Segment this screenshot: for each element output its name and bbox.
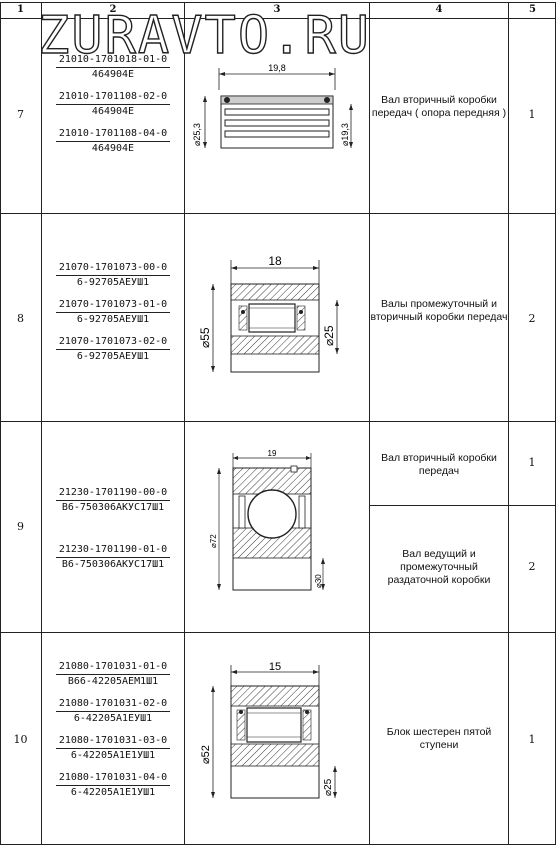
row-divider-8	[0, 421, 556, 422]
dim-outer: ⌀52	[200, 745, 212, 764]
bearing-code: 6-42205А1Е1УШ1	[70, 750, 156, 761]
header-col-3: 3	[273, 4, 281, 15]
dim-width: 15	[269, 661, 281, 673]
application-text: Валы промежуточный и вторичный коробки п…	[370, 298, 508, 323]
dim-width: 19	[268, 449, 277, 458]
dim-inner: ⌀30	[314, 574, 323, 588]
row-divider-7	[0, 213, 556, 214]
quantity: 1	[528, 108, 536, 121]
part-code: 21010-1701108-04-0	[56, 128, 170, 142]
dim-inner: ⌀25	[323, 778, 334, 796]
part-code: 21010-1701108-02-0	[56, 91, 170, 105]
part-code: 21230-1701190-01-0	[56, 544, 170, 558]
col-divider-2	[184, 2, 185, 845]
bearing-drawing-9: 19 ⌀72 ⌀30	[209, 449, 325, 591]
bearing-code: 6-42205А1ЕУШ1	[73, 713, 153, 724]
header-col-5: 5	[529, 4, 536, 15]
dim-inner: ⌀19,3	[340, 123, 350, 146]
row-number: 8	[17, 312, 24, 325]
part-code: 21080-1701031-02-0	[56, 698, 170, 712]
dim-width: 19,8	[268, 63, 286, 73]
bearing-code: В6-750306АКУС17Ш1	[61, 559, 165, 570]
col-divider-1	[41, 2, 42, 845]
row-number: 9	[17, 520, 24, 533]
part-code: 21080-1701031-01-0	[56, 661, 170, 675]
row-9-split	[369, 505, 556, 506]
header-divider	[0, 18, 556, 19]
quantity: 1	[528, 456, 536, 469]
bearing-code: 464904E	[91, 143, 135, 154]
border-left	[0, 2, 1, 845]
quantity: 2	[528, 312, 536, 325]
quantity: 1	[528, 733, 536, 746]
dim-inner: ⌀25	[322, 325, 336, 346]
part-code: 21080-1701031-03-0	[56, 735, 170, 749]
bearing-code: 464904E	[91, 69, 135, 80]
bearing-code: В66-42205АЕМ1Ш1	[67, 676, 159, 687]
bearing-drawing-8: 18 ⌀55 ⌀25	[198, 254, 339, 373]
bearing-code: 6-92705АЕУШ1	[76, 314, 150, 325]
dim-width: 18	[268, 254, 282, 268]
part-code: 21010-1701018-01-0	[56, 54, 170, 68]
application-text: Блок шестерен пятой ступени	[386, 726, 492, 751]
bearing-code: 6-92705АЕУШ1	[76, 277, 150, 288]
application-text: Вал ведущий и промежуточный раздаточной …	[387, 548, 491, 586]
header-col-2: 2	[109, 4, 117, 15]
dim-outer: ⌀25,3	[192, 123, 202, 146]
bearing-code: В6-750306АКУС17Ш1	[61, 502, 165, 513]
bearing-code: 6-92705АЕУШ1	[76, 351, 150, 362]
row-number: 7	[17, 108, 24, 121]
part-code: 21070-1701073-00-0	[56, 262, 170, 276]
dim-outer: ⌀55	[198, 327, 212, 348]
col-divider-4	[508, 2, 509, 845]
application-text: Вал вторичный коробки передач	[381, 452, 497, 477]
bearing-code: 464904E	[91, 106, 135, 117]
col-divider-3	[369, 2, 370, 845]
part-code: 21070-1701073-02-0	[56, 336, 170, 350]
bearing-drawing-7: 19,8 ⌀25,3 ⌀19,3	[192, 63, 353, 149]
application-text: Вал вторичный коробки передач ( опора пе…	[371, 94, 507, 119]
row-divider-9	[0, 632, 556, 633]
border-top	[0, 2, 556, 3]
header-col-4: 4	[435, 4, 443, 15]
part-code: 21070-1701073-01-0	[56, 299, 170, 313]
header-col-1: 1	[17, 4, 24, 15]
border-bottom	[0, 844, 556, 845]
quantity: 2	[528, 560, 536, 573]
bearing-drawing-10: 15 ⌀52 ⌀25	[200, 661, 337, 799]
row-number: 10	[13, 733, 28, 746]
bearing-code: 6-42205А1Е1УШ1	[70, 787, 156, 798]
part-code: 21230-1701190-00-0	[56, 487, 170, 501]
dim-outer: ⌀72	[209, 534, 218, 548]
part-code: 21080-1701031-04-0	[56, 772, 170, 786]
